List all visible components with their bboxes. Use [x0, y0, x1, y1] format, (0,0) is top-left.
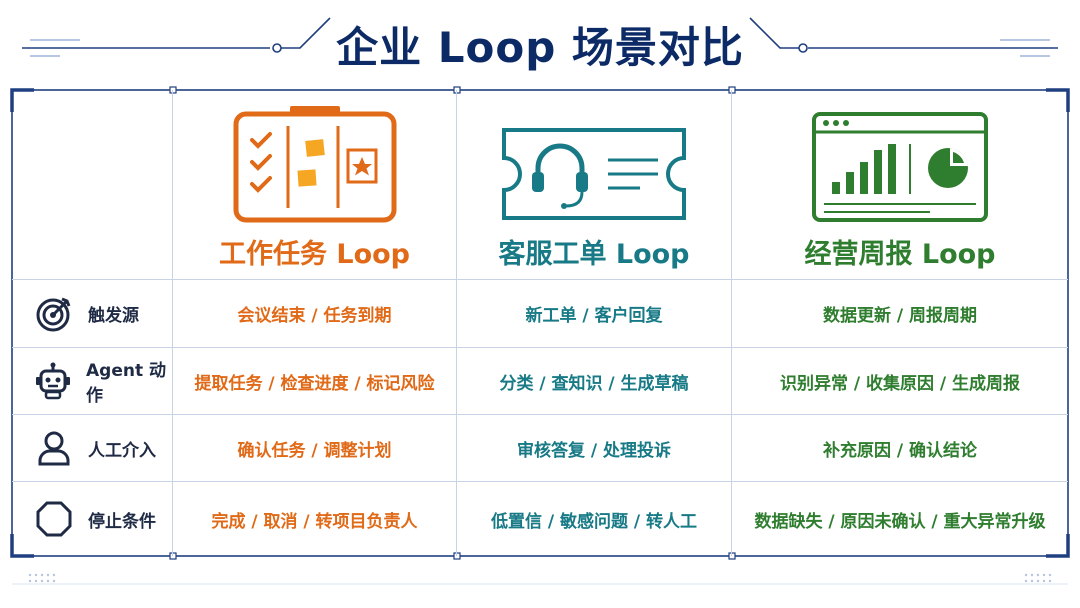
cell-value: 提取任务 / 检查进度 / 标记风险: [194, 373, 435, 394]
cell-value: 补充原因 / 确认结论: [822, 440, 978, 461]
cell-task-stop: 完成 / 取消 / 转项目负责人: [173, 482, 457, 556]
row-label-agent: Agent 动作: [12, 348, 173, 415]
cell-value: 分类 / 查知识 / 生成草稿: [499, 373, 689, 394]
cell-report-agent: 识别异常 / 收集原因 / 生成周报: [732, 348, 1068, 415]
row-label-stop: 停止条件: [12, 482, 173, 556]
cell-value: 完成 / 取消 / 转项目负责人: [211, 511, 418, 532]
row-label-text: 人工介入: [88, 440, 156, 461]
cell-value: 数据更新 / 周报周期: [822, 306, 978, 326]
corner-cell: [12, 90, 173, 280]
row-label-text: 停止条件: [88, 511, 156, 532]
cell-report-stop: 数据缺失 / 原因未确认 / 重大异常升级: [732, 482, 1068, 556]
column-header-report: 经营周报 Loop: [732, 90, 1068, 280]
cell-value: 低置信 / 敏感问题 / 转人工: [490, 511, 698, 532]
cell-task-trigger: 会议结束 / 任务到期: [173, 280, 457, 348]
column-header-task: 工作任务 Loop: [173, 90, 457, 280]
page-title: 企业 Loop 场景对比: [336, 23, 744, 72]
row-label-human: 人工介入: [12, 415, 173, 482]
column-title-task: 工作任务 Loop: [218, 239, 411, 270]
cell-value: 新工单 / 客户回复: [525, 306, 663, 326]
cell-report-human: 补充原因 / 确认结论: [732, 415, 1068, 482]
column-title-report: 经营周报 Loop: [804, 239, 996, 270]
comparison-table: 工作任务 Loop 客服工单 Loop: [12, 90, 1068, 556]
cell-value: 审核答复 / 处理投诉: [516, 440, 672, 461]
column-header-support: 客服工单 Loop: [457, 90, 732, 280]
row-label-text: 触发源: [88, 306, 139, 326]
cell-report-trigger: 数据更新 / 周报周期: [732, 280, 1068, 348]
cell-task-agent: 提取任务 / 检查进度 / 标记风险: [173, 348, 457, 415]
task-board-icon: [233, 106, 396, 223]
robot-icon: [34, 361, 72, 401]
cell-value: 识别异常 / 收集原因 / 生成周报: [779, 373, 1021, 394]
cell-support-trigger: 新工单 / 客户回复: [457, 280, 732, 348]
row-label-trigger: 触发源: [12, 280, 173, 348]
person-icon: [34, 428, 74, 468]
cell-support-human: 审核答复 / 处理投诉: [457, 415, 732, 482]
cell-support-agent: 分类 / 查知识 / 生成草稿: [457, 348, 732, 415]
column-title-support: 客服工单 Loop: [498, 239, 690, 270]
headset-ticket-icon: [502, 128, 686, 220]
row-label-text: Agent 动作: [86, 361, 167, 406]
cell-task-human: 确认任务 / 调整计划: [173, 415, 457, 482]
cell-support-stop: 低置信 / 敏感问题 / 转人工: [457, 482, 732, 556]
target-icon: [34, 294, 74, 334]
cell-value: 确认任务 / 调整计划: [237, 440, 392, 461]
stop-octagon-icon: [34, 499, 74, 539]
report-chart-icon: [812, 112, 988, 222]
cell-value: 会议结束 / 任务到期: [237, 306, 392, 326]
cell-value: 数据缺失 / 原因未确认 / 重大异常升级: [754, 511, 1046, 532]
